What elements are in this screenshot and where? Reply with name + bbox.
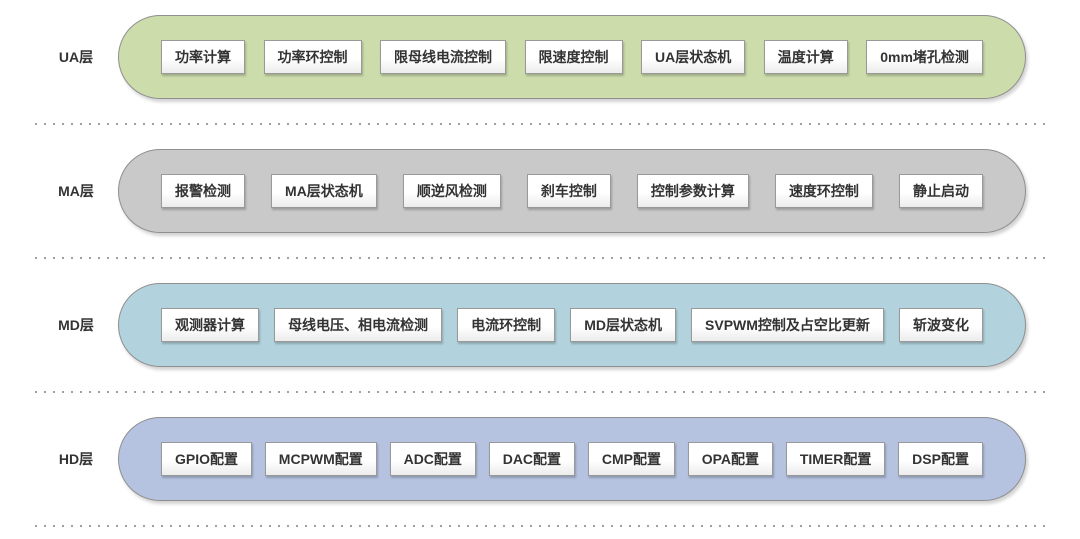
dotted-separator <box>35 123 1045 125</box>
dotted-separator <box>35 391 1045 393</box>
module-box: OPA配置 <box>687 442 774 476</box>
module-box: 斩波变化 <box>898 308 983 342</box>
module-box: 限母线电流控制 <box>380 40 506 74</box>
module-box: 限速度控制 <box>524 40 623 74</box>
module-box: UA层状态机 <box>641 40 746 74</box>
module-box: MCPWM配置 <box>264 442 377 476</box>
module-box: 刹车控制 <box>526 174 611 208</box>
module-box: TIMER配置 <box>785 442 886 476</box>
layer-label: UA层 <box>58 49 94 65</box>
module-box: SVPWM控制及占空比更新 <box>691 308 884 342</box>
module-box: 报警检测 <box>161 174 245 208</box>
module-box: DAC配置 <box>488 442 576 476</box>
module-box: 母线电压、相电流检测 <box>274 308 443 342</box>
module-box: GPIO配置 <box>161 442 253 476</box>
module-box: MA层状态机 <box>271 174 377 208</box>
module-box: 电流环控制 <box>457 308 556 342</box>
layer-pill: GPIO配置 MCPWM配置 ADC配置 DAC配置 CMP配置 OPA配置 TIMER配置… <box>118 417 1026 501</box>
layer-row-2: MA层 报警检测 MA层状态机顺逆风检测刹车控制控制参数计算速度环控制静止启动 <box>0 149 1080 233</box>
layer-rows: UA层 功率计算功率环控制限母线电流控制限速度控制 UA层状态机温度计算 0mm堵孔检… <box>0 15 1080 527</box>
layer-row-3: MD层 观测器计算母线电压、相电流检测电流环控制 MD层状态机 SVPWM控制及占空比… <box>0 283 1080 367</box>
layer-pill: 报警检测 MA层状态机顺逆风检测刹车控制控制参数计算速度环控制静止启动 <box>118 149 1026 233</box>
module-box: 顺逆风检测 <box>402 174 501 208</box>
layer-pill: 功率计算功率环控制限母线电流控制限速度控制 UA层状态机温度计算 0mm堵孔检测 <box>118 15 1026 99</box>
dotted-separator <box>35 257 1045 259</box>
module-box: DSP配置 <box>898 442 983 476</box>
module-box: 观测器计算 <box>161 308 259 342</box>
module-box: 功率环控制 <box>263 40 362 74</box>
dotted-separator <box>35 525 1045 527</box>
module-box: 0mm堵孔检测 <box>866 40 983 74</box>
module-box: MD层状态机 <box>570 308 676 342</box>
module-box: 速度环控制 <box>774 174 873 208</box>
layer-label: HD层 <box>58 451 94 467</box>
module-box: 控制参数计算 <box>636 174 749 208</box>
module-box: 温度计算 <box>763 40 848 74</box>
module-box: ADC配置 <box>389 442 476 476</box>
layer-label: MA层 <box>58 183 94 199</box>
layer-label: MD层 <box>58 317 94 333</box>
module-box: 静止启动 <box>898 174 983 208</box>
layer-row-4: HD层 GPIO配置 MCPWM配置 ADC配置 DAC配置 CMP配置 OPA配置 TIME… <box>0 417 1080 501</box>
module-box: 功率计算 <box>161 40 245 74</box>
layer-row-1: UA层 功率计算功率环控制限母线电流控制限速度控制 UA层状态机温度计算 0mm堵孔检… <box>0 15 1080 99</box>
module-box: CMP配置 <box>587 442 675 476</box>
layer-pill: 观测器计算母线电压、相电流检测电流环控制 MD层状态机 SVPWM控制及占空比更新斩… <box>118 283 1026 367</box>
